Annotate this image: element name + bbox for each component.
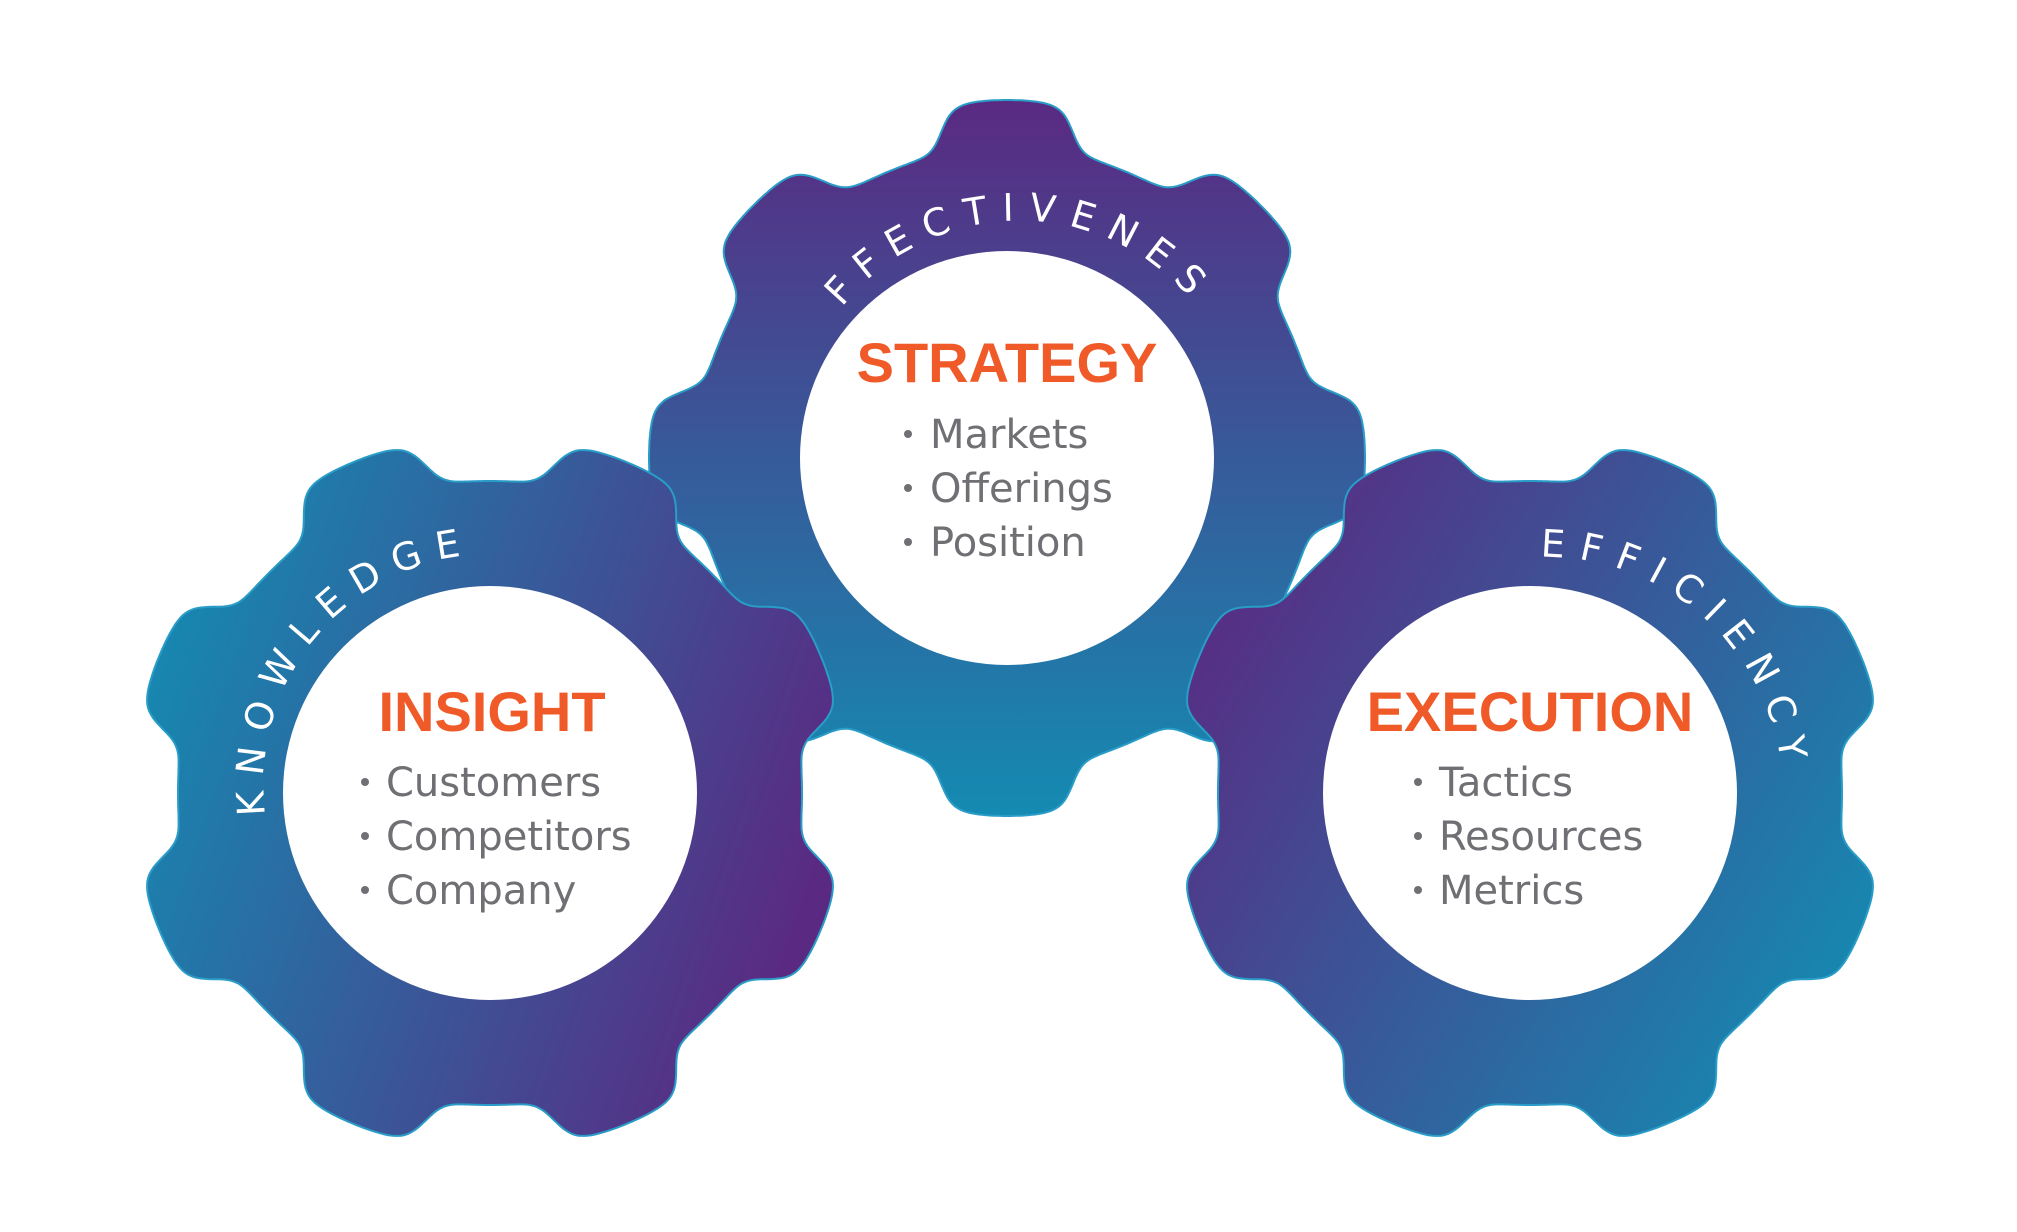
bullet-dot [904,430,912,438]
bullet-dot [1414,886,1422,894]
bullet-dot [361,886,369,894]
gear-item-offerings: Offerings [930,466,1113,512]
bullet-dot [1414,832,1422,840]
gear-item-tactics: Tactics [1438,760,1573,806]
gear-title-insight: INSIGHT [378,680,605,743]
bullet-dot [904,484,912,492]
gear-item-customers: Customers [386,760,601,806]
gear-execution-center [1323,586,1737,1000]
gear-item-competitors: Competitors [386,814,632,860]
gear-insight-center [283,586,697,1000]
gear-title-execution: EXECUTION [1367,680,1694,743]
gear-item-company: Company [386,868,576,914]
bullet-dot [904,538,912,546]
bullet-dot [361,832,369,840]
bullet-dot [1414,778,1422,786]
gear-strategy-center [800,251,1214,665]
gear-item-position: Position [930,520,1086,566]
gear-execution: EFFICIENCY EXECUTION Tactics Resources M… [1186,449,1874,1137]
gear-item-resources: Resources [1439,814,1643,860]
gear-title-strategy: STRATEGY [857,331,1158,394]
bullet-dot [361,778,369,786]
gear-item-metrics: Metrics [1439,868,1584,914]
gear-item-markets: Markets [930,412,1088,458]
